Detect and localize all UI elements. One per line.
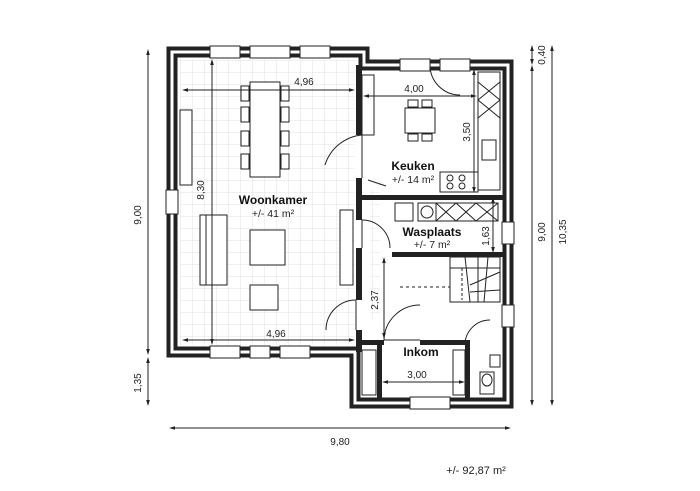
staircase — [400, 256, 501, 303]
room-area-woonkamer: +/- 41 m² — [252, 208, 295, 220]
room-labels: Woonkamer +/- 41 m² Keuken +/- 14 m² Was… — [239, 159, 462, 359]
dim-right-total: 10,35 — [558, 219, 569, 244]
dim-keuken-height: 3,50 — [462, 122, 473, 142]
dim-left-bottom: 1,35 — [133, 373, 144, 393]
kitchen-furniture — [361, 71, 501, 193]
total-area: +/- 92,87 m² — [446, 465, 506, 477]
interior-walls — [356, 65, 504, 398]
dim-right-top: 0,40 — [537, 45, 548, 65]
dim-bottom-total: 9,80 — [330, 437, 350, 448]
room-name-woonkamer: Woonkamer — [239, 193, 308, 207]
living-furniture — [179, 109, 354, 311]
dim-inkom-width: 3,00 — [407, 370, 427, 381]
dim-woonkamer-height: 8,30 — [196, 180, 207, 200]
windows — [165, 45, 515, 410]
dimension-lines — [146, 45, 554, 430]
dim-woonkamer-bottom: 4,96 — [266, 329, 286, 340]
room-name-wasplaats: Wasplaats — [403, 225, 462, 239]
laundry-furniture — [394, 202, 499, 222]
dim-wasplaats-height: 1,63 — [481, 226, 492, 246]
dim-woonkamer-top: 4,96 — [294, 77, 314, 88]
room-name-keuken: Keuken — [391, 159, 434, 173]
room-area-wasplaats: +/- 7 m² — [414, 239, 451, 251]
room-name-inkom: Inkom — [403, 345, 438, 359]
dining-table — [240, 81, 290, 178]
dimension-labels: 4,96 4,96 8,30 4,00 3,50 1,63 2,37 3,00 … — [133, 45, 569, 448]
dim-hall-height: 2,37 — [370, 290, 381, 310]
dim-keuken-width: 4,00 — [404, 84, 424, 95]
dim-right-mid: 9,00 — [537, 222, 548, 242]
dim-left-total: 9,00 — [133, 205, 144, 225]
room-area-keuken: +/- 14 m² — [392, 174, 435, 186]
